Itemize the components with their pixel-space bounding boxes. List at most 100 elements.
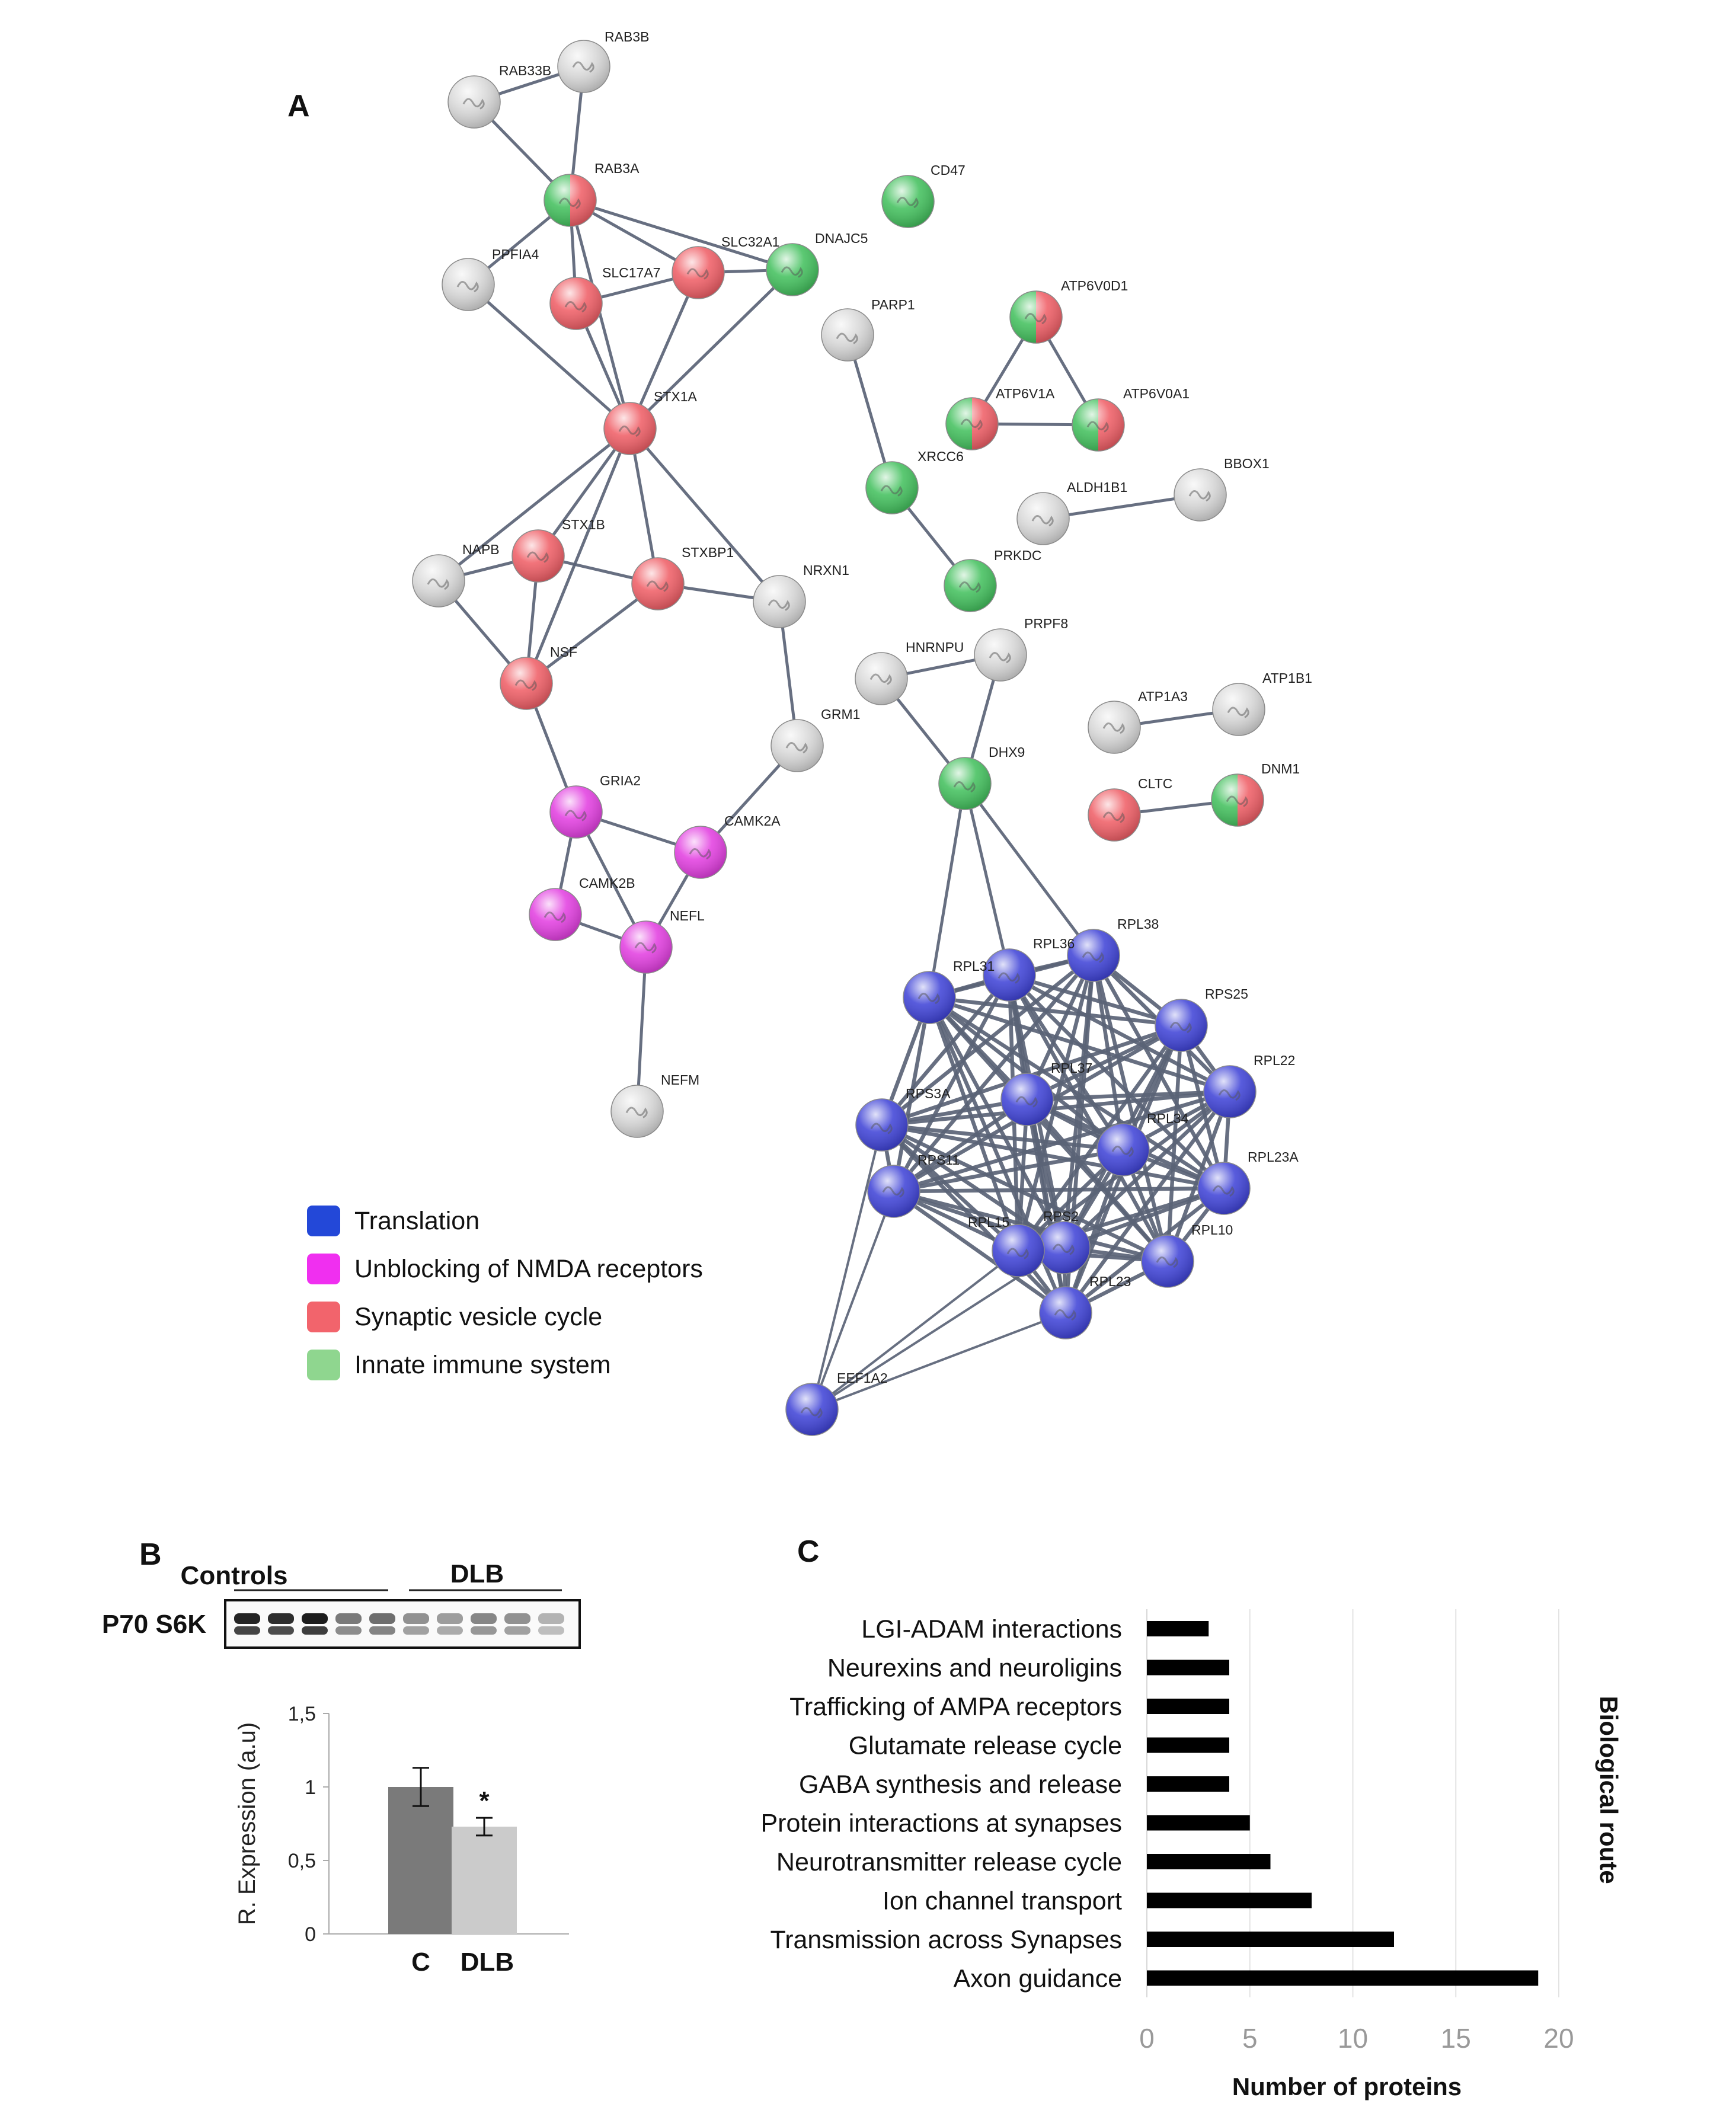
node-label: PPFIA4 — [492, 247, 539, 262]
node-rpl10[interactable]: RPL10 — [1141, 1222, 1233, 1288]
node-rpl37[interactable]: RPL37 — [1000, 1060, 1092, 1126]
panel-b: B Controls DLB P70 S6K 00,511,5R. Expres… — [102, 1537, 581, 1977]
node-stx1b[interactable]: STX1B — [511, 517, 605, 583]
node-rpl38[interactable]: RPL38 — [1067, 916, 1159, 982]
band-lane-4 — [335, 1613, 362, 1635]
node-bbox1[interactable]: BBOX1 — [1174, 456, 1270, 522]
node-gloss — [672, 246, 725, 299]
node-slc32a1[interactable]: SLC32A1 — [672, 234, 779, 299]
node-label: RPL10 — [1191, 1222, 1233, 1238]
protein-structure-glyph — [462, 98, 485, 110]
node-prpf8[interactable]: PRPF8 — [974, 616, 1068, 682]
band-upper — [369, 1613, 395, 1624]
protein-structure-glyph — [544, 912, 566, 923]
node-cd47[interactable]: CD47 — [881, 162, 965, 228]
node-rab3a[interactable]: RAB3A — [544, 161, 640, 227]
node-rab33b[interactable]: RAB33B — [447, 63, 551, 129]
node-slc17a7[interactable]: SLC17A7 — [549, 265, 660, 330]
node-label: CAMK2B — [579, 875, 635, 891]
legend-label: Unblocking of NMDA receptors — [354, 1255, 703, 1283]
node-label: DNAJC5 — [815, 231, 868, 246]
node-dnm1[interactable]: DNM1 — [1211, 761, 1300, 827]
node-nefl[interactable]: NEFL — [619, 908, 705, 974]
band-upper — [234, 1613, 260, 1624]
protein-structure-glyph — [1006, 1248, 1029, 1259]
protein-structure-glyph — [625, 1107, 648, 1118]
node-hnrnpu[interactable]: HNRNPU — [855, 640, 964, 705]
edge-nefl-nefm — [635, 945, 648, 1113]
edge-rpl38-rps2 — [1062, 953, 1096, 1250]
node-rpl34[interactable]: RPL34 — [1096, 1111, 1189, 1176]
node-rpl23a[interactable]: RPL23A — [1197, 1149, 1299, 1215]
protein-structure-glyph — [870, 1123, 893, 1134]
node-rpl31[interactable]: RPL31 — [903, 958, 995, 1024]
node-gria2[interactable]: GRIA2 — [549, 773, 641, 839]
node-stx1a[interactable]: STX1A — [603, 389, 698, 455]
node-ppfia4[interactable]: PPFIA4 — [442, 247, 539, 311]
protein-structure-glyph — [646, 580, 669, 592]
node-parp1[interactable]: PARP1 — [821, 297, 915, 362]
node-rpl22[interactable]: RPL22 — [1203, 1053, 1295, 1118]
node-xrcc6[interactable]: XRCC6 — [865, 449, 964, 514]
protein-structure-glyph — [1024, 313, 1047, 325]
node-label: NEFM — [661, 1072, 699, 1088]
node-rpl36[interactable]: RPL36 — [983, 936, 1075, 1002]
node-dhx9[interactable]: DHX9 — [938, 744, 1025, 810]
protein-structure-glyph — [960, 418, 983, 430]
node-stxbp1[interactable]: STXBP1 — [631, 545, 734, 610]
protein-structure-glyph — [686, 268, 709, 280]
node-eef1a2[interactable]: EEF1A2 — [785, 1370, 888, 1436]
band-lower — [403, 1626, 429, 1635]
node-cltc[interactable]: CLTC — [1088, 776, 1172, 842]
node-rpl23[interactable]: RPL23 — [1039, 1274, 1131, 1339]
node-rab3b[interactable]: RAB3B — [557, 29, 649, 93]
x-tick-label: 15 — [1441, 2023, 1471, 2054]
edge-rps2-rps3a — [880, 1123, 1066, 1250]
band-upper — [504, 1613, 530, 1624]
legend-label: Translation — [354, 1207, 479, 1235]
category-label: Protein interactions at synapses — [761, 1809, 1123, 1838]
node-nrxn1[interactable]: NRXN1 — [753, 562, 849, 628]
node-rpl15[interactable]: RPL15 — [968, 1214, 1045, 1277]
category-label: LGI-ADAM interactions — [861, 1615, 1122, 1644]
protein-structure-glyph — [768, 599, 790, 611]
x-category-label: C — [411, 1948, 430, 1977]
node-gloss — [529, 888, 582, 941]
node-atp6v0d1[interactable]: ATP6V0D1 — [1009, 278, 1128, 344]
protein-structure-glyph — [564, 810, 587, 821]
edge-rpl22-rps2 — [1062, 1089, 1232, 1250]
node-gloss — [771, 719, 824, 772]
node-camk2b[interactable]: CAMK2B — [529, 875, 635, 941]
node-atp6v0a1[interactable]: ATP6V0A1 — [1072, 386, 1190, 452]
node-napb[interactable]: NAPB — [412, 542, 500, 608]
node-label: RPS25 — [1205, 986, 1248, 1002]
node-gloss — [1009, 290, 1063, 344]
node-aldh1b1[interactable]: ALDH1B1 — [1016, 479, 1127, 545]
node-nsf[interactable]: NSF — [500, 644, 577, 710]
node-prkdc[interactable]: PRKDC — [944, 548, 1042, 612]
node-atp1a3[interactable]: ATP1A3 — [1088, 689, 1188, 754]
legend-label: Innate immune system — [354, 1351, 611, 1379]
node-atp1b1[interactable]: ATP1B1 — [1212, 670, 1312, 736]
node-gloss — [1211, 773, 1264, 827]
node-rps2[interactable]: RPS2 — [1037, 1208, 1091, 1274]
node-gloss — [1072, 398, 1125, 452]
node-atp6v1a[interactable]: ATP6V1A — [945, 386, 1055, 450]
node-camk2a[interactable]: CAMK2A — [674, 813, 781, 879]
node-grm1[interactable]: GRM1 — [771, 706, 860, 772]
protein-structure-glyph — [526, 551, 549, 563]
category-label: Neurotransmitter release cycle — [776, 1848, 1122, 1876]
category-label: Trafficking of AMPA receptors — [789, 1693, 1122, 1721]
node-rps3a[interactable]: RPS3A — [855, 1086, 951, 1152]
node-label: CAMK2A — [724, 813, 781, 829]
node-gloss — [1039, 1286, 1092, 1339]
node-nefm[interactable]: NEFM — [610, 1072, 699, 1138]
node-rps25[interactable]: RPS25 — [1155, 986, 1248, 1052]
x-category-label: DLB — [461, 1948, 514, 1977]
node-gloss — [674, 826, 727, 879]
node-rps11[interactable]: RPS11 — [867, 1152, 960, 1218]
node-dnajc5[interactable]: DNAJC5 — [766, 231, 868, 296]
node-gloss — [1000, 1073, 1054, 1126]
node-label: RPS11 — [917, 1152, 960, 1168]
